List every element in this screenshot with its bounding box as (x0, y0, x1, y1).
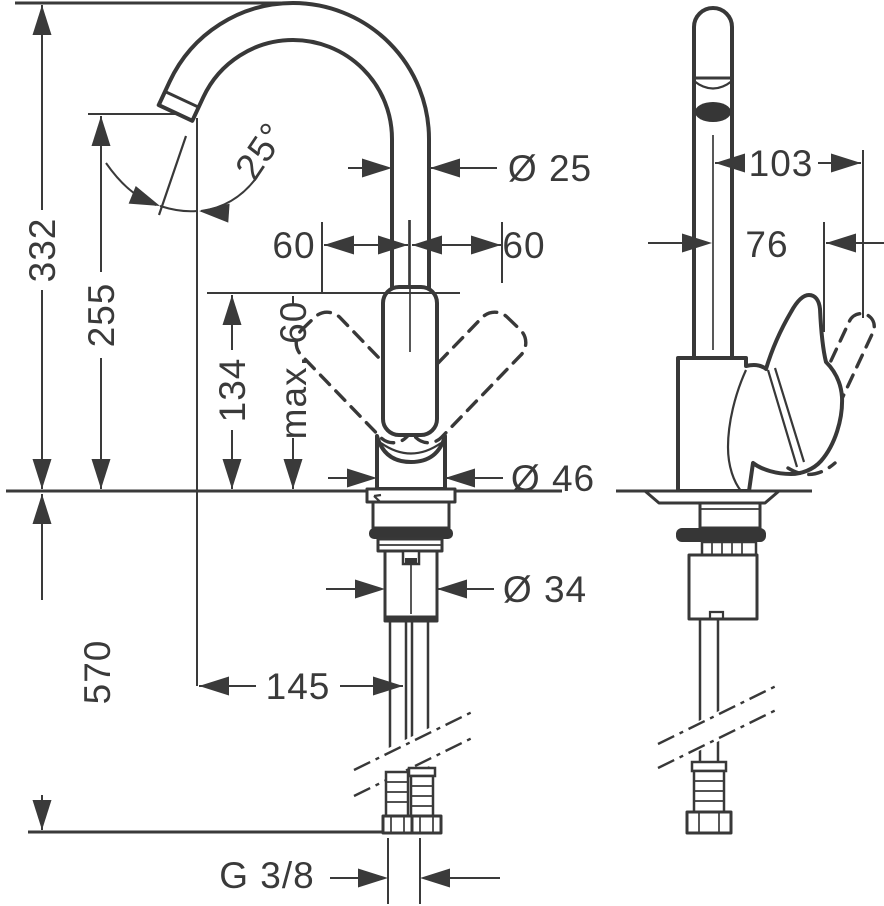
dim-60-60: 60 60 (272, 220, 545, 292)
dim-label-total-height: 332 (22, 218, 63, 283)
dim-label-angle: 25° (227, 115, 294, 187)
aerator-seam (164, 90, 200, 109)
body-front (375, 434, 447, 491)
dim-dia-25: Ø 25 (348, 148, 592, 189)
dim-dia-46: Ø 46 (328, 458, 595, 499)
escutcheon-side (643, 489, 781, 505)
hose-nut-side (685, 810, 733, 835)
pipe-break-gap (352, 706, 474, 804)
dim-255: 255 (81, 116, 122, 489)
hose-nut-right (410, 814, 443, 835)
dim-label-body-dia: Ø 46 (511, 458, 595, 499)
dim-label-below-counter: 570 (77, 640, 118, 705)
outlet-opening (695, 102, 731, 122)
dim-label-handle-height: 134 (212, 358, 253, 423)
reference-lines (6, 1, 562, 834)
seal-band (369, 528, 453, 539)
dim-dia-34: Ø 34 (326, 569, 587, 610)
body-side (676, 293, 845, 493)
dim-76: 76 (648, 222, 884, 332)
mounting-front (365, 487, 457, 623)
dim-label-shank-dia: Ø 34 (503, 569, 587, 610)
dim-label-handle-max: max. 60 (273, 301, 314, 440)
mounting-side (643, 489, 781, 835)
dim-label-side-depth: 76 (745, 224, 788, 265)
dim-134: 134 (207, 292, 460, 489)
hose-nut-left (381, 814, 414, 835)
dim-label-spout-height: 255 (81, 283, 122, 348)
pipe-break-marks (353, 710, 473, 798)
angle-slash (157, 135, 188, 216)
dim-label-thread: G 3/8 (219, 855, 315, 896)
front-view: 332 570 255 134 max. 60 (6, 1, 595, 904)
spout-outline (156, 1, 431, 290)
dim-570: 570 (32, 494, 118, 830)
cartridge-seam (766, 367, 806, 468)
dim-332: 332 (22, 5, 63, 489)
dim-label-spout-dia: Ø 25 (508, 148, 592, 189)
dim-label-swivel-right: 60 (502, 225, 545, 266)
dim-label-swivel-left: 60 (272, 225, 315, 266)
dim-label-reach: 145 (266, 666, 331, 707)
dim-max-60: max. 60 (273, 296, 314, 489)
dim-103: 103 (715, 143, 864, 318)
supply-hoses-front (352, 621, 474, 835)
dim-145: 145 (199, 666, 403, 707)
dim-label-side-reach: 103 (749, 143, 814, 184)
pipe-break-side (657, 684, 777, 770)
dim-angle-25: 25° (105, 115, 294, 223)
spout-side (692, 6, 734, 360)
dim-g38: G 3/8 (219, 838, 500, 904)
side-view: 103 76 (616, 6, 884, 835)
